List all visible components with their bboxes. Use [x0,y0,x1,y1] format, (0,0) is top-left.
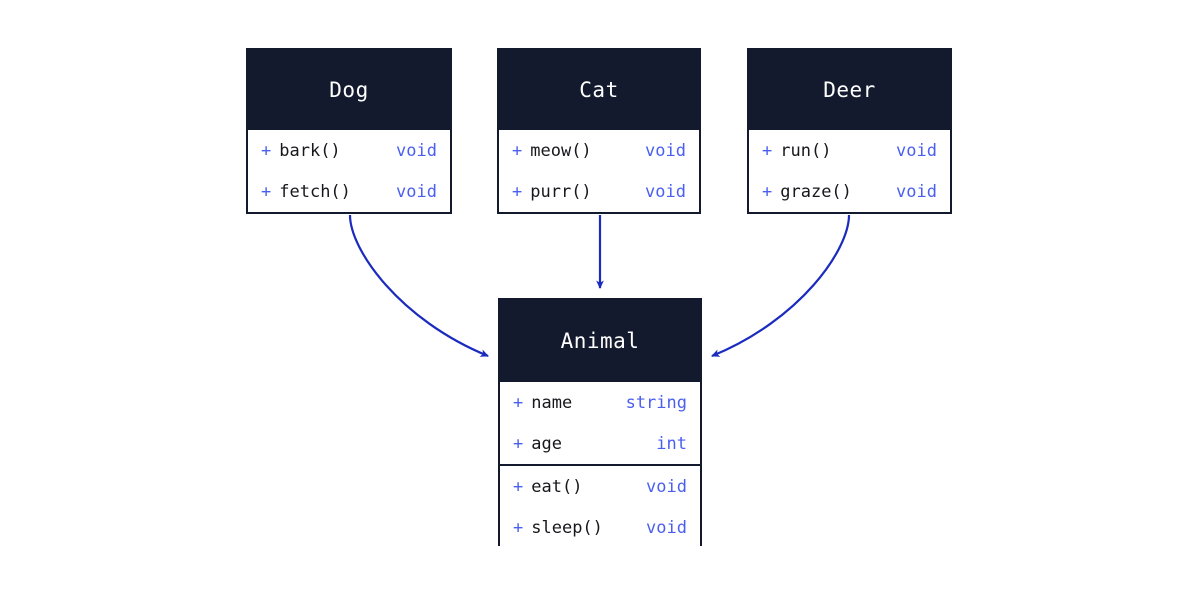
edge-deer-to-animal [711,214,851,358]
member-name: eat() [531,476,583,497]
member-type: void [896,140,937,161]
class-name-label: Cat [579,78,619,102]
class-box-cat[interactable]: Cat + meow() void + purr() void [497,48,701,214]
member-name: name [531,392,573,413]
visibility-marker: + [513,392,524,413]
class-title-animal: Animal [500,300,700,382]
member-type: void [645,140,686,161]
class-title-deer: Deer [749,50,950,130]
member-type: void [646,476,687,497]
member-name: fetch() [279,181,351,202]
method-row[interactable]: + graze() void [749,171,950,212]
visibility-marker: + [513,517,524,538]
member-name: run() [780,140,832,161]
edge-dog-to-animal [348,214,489,358]
member-name: bark() [279,140,341,161]
method-row[interactable]: + purr() void [499,171,699,212]
member-type: void [396,181,437,202]
member-type: void [645,181,686,202]
member-type: int [656,433,687,454]
member-name: graze() [780,181,852,202]
methods-compartment-animal: + eat() void + sleep() void [500,464,700,548]
class-box-animal[interactable]: Animal + name string + age int + eat() v… [498,298,702,548]
visibility-marker: + [762,140,773,161]
visibility-marker: + [512,181,523,202]
class-box-deer[interactable]: Deer + run() void + graze() void [747,48,952,214]
attributes-compartment-animal: + name string + age int [500,382,700,464]
method-row[interactable]: + run() void [749,130,950,171]
class-name-label: Animal [560,329,640,353]
member-type: void [896,181,937,202]
attribute-row[interactable]: + age int [500,423,700,464]
visibility-marker: + [513,433,524,454]
visibility-marker: + [512,140,523,161]
methods-compartment-dog: + bark() void + fetch() void [248,130,450,212]
visibility-marker: + [261,181,272,202]
method-row[interactable]: + fetch() void [248,171,450,212]
member-name: purr() [530,181,592,202]
method-row[interactable]: + meow() void [499,130,699,171]
class-name-label: Deer [823,78,876,102]
member-name: meow() [530,140,592,161]
member-type: void [396,140,437,161]
member-type: void [646,517,687,538]
method-row[interactable]: + sleep() void [500,507,700,548]
class-title-dog: Dog [248,50,450,130]
attribute-row[interactable]: + name string [500,382,700,423]
visibility-marker: + [762,181,773,202]
method-row[interactable]: + eat() void [500,466,700,507]
class-title-cat: Cat [499,50,699,130]
member-type: string [625,392,687,413]
methods-compartment-cat: + meow() void + purr() void [499,130,699,212]
class-name-label: Dog [329,78,369,102]
method-row[interactable]: + bark() void [248,130,450,171]
member-name: sleep() [531,517,603,538]
methods-compartment-deer: + run() void + graze() void [749,130,950,212]
visibility-marker: + [261,140,272,161]
class-box-dog[interactable]: Dog + bark() void + fetch() void [246,48,452,214]
member-name: age [531,433,562,454]
visibility-marker: + [513,476,524,497]
